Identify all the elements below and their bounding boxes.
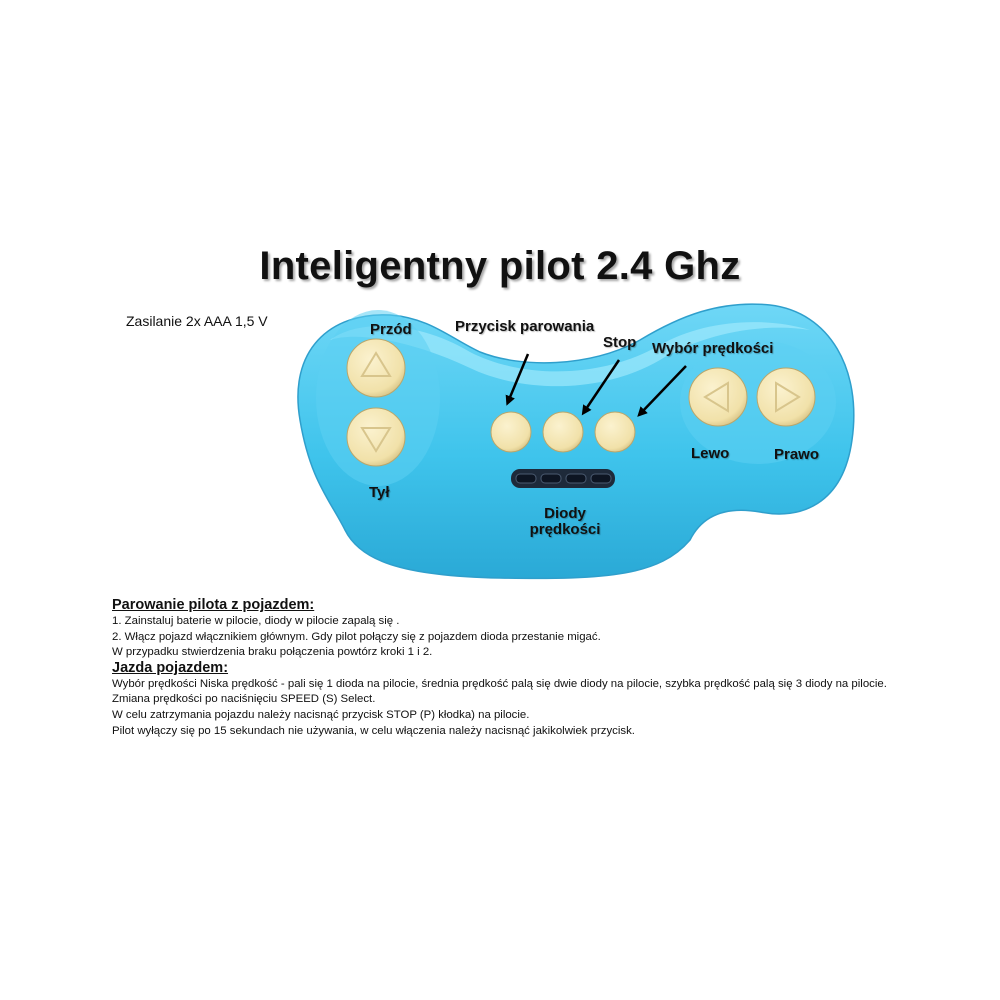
- forward-button[interactable]: [346, 338, 406, 398]
- arrow-right-icon: [775, 381, 801, 413]
- speed-leds-label-line1: Diody: [544, 505, 586, 522]
- remote-highlight: [330, 322, 810, 387]
- speed-led-1: [515, 473, 537, 484]
- speed-led-2: [540, 473, 562, 484]
- pairing-button[interactable]: [490, 411, 532, 453]
- driving-line-2: W celu zatrzymania pojazdu należy nacisn…: [112, 708, 530, 721]
- speed-led-3: [565, 473, 587, 484]
- stop-button[interactable]: [542, 411, 584, 453]
- pairing-heading: Parowanie pilota z pojazdem:: [112, 597, 315, 613]
- page-title: Inteligentny pilot 2.4 Ghz: [259, 244, 741, 288]
- driving-line-1: Wybór prędkości Niska prędkość - pali si…: [112, 677, 887, 706]
- stop-arrow: [581, 359, 621, 416]
- driving-line-3: Pilot wyłączy się po 15 sekundach nie uż…: [112, 724, 635, 737]
- speed-select-button[interactable]: [594, 411, 636, 453]
- speed-leds-label-line2: prędkości: [529, 521, 601, 538]
- speed-select-label: Wybór prędkości: [652, 340, 774, 357]
- arrow-down-icon: [360, 427, 392, 453]
- power-label: Zasilanie 2x AAA 1,5 V: [126, 313, 268, 329]
- speed-select-arrow: [637, 365, 687, 417]
- instructions: Parowanie pilota z pojazdem: 1. Zainstal…: [112, 597, 902, 739]
- right-button[interactable]: [756, 367, 816, 427]
- back-button[interactable]: [346, 407, 406, 467]
- pairing-step-3: W przypadku stwierdzenia braku połączeni…: [112, 646, 433, 659]
- pairing-step-2: 2. Włącz pojazd włącznikiem głównym. Gdy…: [112, 630, 601, 643]
- stop-label: Stop: [603, 334, 637, 351]
- pairing-step-1: 1. Zainstaluj baterie w pilocie, diody w…: [112, 615, 400, 627]
- back-label: Tył: [369, 484, 390, 501]
- arrow-left-icon: [703, 381, 729, 413]
- speed-led-4: [590, 473, 612, 484]
- driving-heading: Jazda pojazdem:: [112, 659, 229, 676]
- right-label: Prawo: [774, 446, 820, 463]
- forward-label: Przód: [370, 321, 412, 338]
- pairing-arrow: [505, 353, 530, 406]
- pairing-label: Przycisk parowania: [455, 318, 595, 335]
- speed-led-bar: [511, 469, 615, 488]
- arrow-up-icon: [360, 351, 392, 377]
- left-label: Lewo: [691, 445, 730, 462]
- left-button[interactable]: [688, 367, 748, 427]
- speed-leds-label: Diody prędkości: [523, 506, 607, 538]
